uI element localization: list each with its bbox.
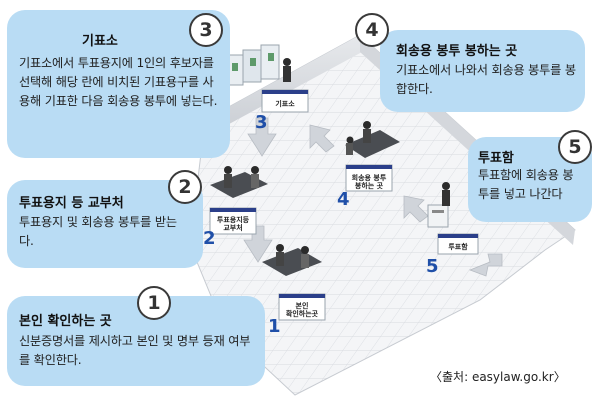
back-wall-left	[205, 35, 362, 136]
callout-step-1-body: 신분증명서를 제시하고 본인 및 명부 등재 여부를 확인한다.	[19, 334, 251, 367]
callout-step-4-number: 4	[355, 13, 389, 47]
callout-step-4-title: 회송용 봉투 봉하는 곳	[396, 44, 518, 59]
callout-step-1-title: 본인 확인하는 곳	[19, 314, 112, 329]
callout-step-1-number: 1	[137, 286, 171, 320]
sign-5: 투표함	[437, 233, 479, 255]
svg-text:회송용 봉투: 회송용 봉투	[352, 173, 387, 182]
flow-arrows	[243, 117, 503, 277]
callout-step-4-body: 기표소에서 나와서 회송용 봉투를 봉합한다.	[396, 63, 576, 96]
booth-5-ballot-box	[427, 182, 450, 228]
callout-step-3-number: 3	[189, 13, 223, 47]
arrow-3-to-4	[309, 124, 335, 153]
callout-step-2-number: 2	[168, 170, 202, 204]
sign-3-label: 기표소	[275, 99, 295, 108]
svg-text:확인하는곳: 확인하는곳	[286, 309, 319, 318]
sign-4-label-line2: 봉하는 곳	[355, 181, 384, 190]
callout-step-2-body: 투표용지 및 회송용 봉투를 받는다.	[19, 215, 177, 248]
arrow-exit	[468, 253, 503, 277]
callout-step-3-body: 기표소에서 투표용지에 1인의 후보자를 선택해 해당 란에 비치된 기표용구를…	[19, 56, 218, 108]
callout-step-1: 본인 확인하는 곳 신분증명서를 제시하고 본인 및 명부 등재 여부를 확인한…	[7, 296, 265, 386]
booth-4-sealing-table	[345, 121, 400, 158]
svg-text:교부처: 교부처	[223, 223, 242, 232]
callout-step-5-number: 5	[558, 130, 592, 164]
sign-5-label: 투표함	[448, 242, 468, 251]
floor-number-1: 1	[268, 316, 281, 337]
callout-step-3-title: 기표소	[82, 34, 118, 49]
sign-3: 기표소	[261, 89, 309, 113]
sign-4: 회송용 봉투 봉하는 곳	[345, 164, 393, 192]
sign-1: 본인 확인하는곳	[278, 293, 326, 321]
svg-text:투표용지등: 투표용지등	[217, 215, 250, 224]
floor-number-4: 4	[337, 189, 350, 210]
callout-step-4: 회송용 봉투 봉하는 곳 기표소에서 나와서 회송용 봉투를 봉합한다.	[380, 30, 585, 112]
floor-number-5: 5	[426, 256, 439, 277]
source-credit: 〈출처: easylaw.go.kr〉	[430, 370, 566, 384]
booth-1-identity-table	[262, 244, 322, 276]
floor-number-2: 2	[203, 228, 216, 249]
svg-text:봉하는 곳: 봉하는 곳	[355, 181, 384, 190]
arrow-1-to-2	[243, 225, 273, 263]
callout-step-5-body: 투표함에 회송용 봉투를 넣고 나간다	[478, 168, 574, 201]
callout-step-5-title: 투표함	[478, 151, 514, 166]
callout-step-2-title: 투표용지 등 교부처	[19, 196, 124, 211]
sign-4-label-line1: 회송용 봉투	[352, 173, 387, 182]
sign-2: 투표용지등 교부처	[209, 207, 257, 235]
booth-2-distribution-table	[210, 166, 268, 198]
svg-text:본인: 본인	[296, 301, 309, 310]
arrow-2-to-3	[247, 117, 277, 157]
floor-number-3: 3	[255, 112, 268, 133]
arrow-4-to-5	[403, 195, 429, 223]
